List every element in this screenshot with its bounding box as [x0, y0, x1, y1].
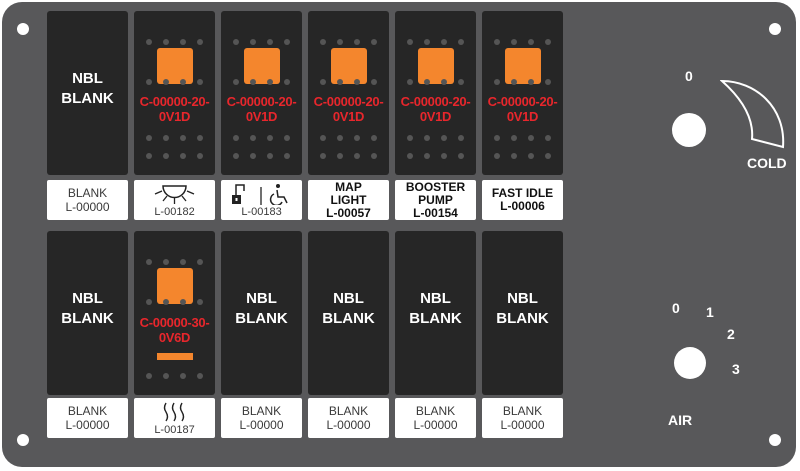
indicator-dots	[494, 135, 551, 141]
door-lock-wheelchair-icon	[232, 184, 288, 205]
air-step-1: 1	[706, 304, 714, 320]
legend-label: FAST IDLE L-00006	[482, 180, 563, 220]
indicator-dots	[146, 299, 203, 305]
switch-6-fast-idle[interactable]: C-00000-20- 0V1D	[482, 11, 563, 175]
mounting-hole	[17, 23, 29, 35]
indicator-dots	[407, 135, 464, 141]
air-knob[interactable]	[674, 347, 706, 379]
switch-1-blank[interactable]: NBL BLANK	[47, 11, 128, 175]
switch-part-number: C-00000-20- 0V1D	[139, 94, 210, 124]
legend-code: L-00183	[241, 206, 282, 218]
switch-title: NBL BLANK	[61, 70, 114, 107]
led-indicator	[331, 48, 367, 84]
air-step-3: 3	[732, 361, 740, 377]
switch-8-heater[interactable]: C-00000-30- 0V6D	[134, 231, 215, 395]
legend-text: FAST IDLE L-00006	[491, 186, 554, 213]
led-indicator	[157, 48, 193, 84]
indicator-dots	[146, 373, 203, 379]
legend-text: BLANK L-00000	[239, 404, 284, 432]
legend-text: MAP LIGHT L-00057	[326, 180, 371, 220]
heat-waves-icon	[163, 402, 185, 422]
air-step-0: 0	[672, 300, 680, 316]
switch-12-blank[interactable]: NBL BLANK	[482, 231, 563, 395]
legend-label: BLANK L-00000	[395, 398, 476, 438]
dome-light-icon	[154, 185, 195, 204]
legend-label: L-00187	[134, 398, 215, 438]
indicator-dots	[494, 39, 551, 45]
indicator-dots	[320, 153, 377, 159]
indicator-dots	[407, 153, 464, 159]
switch-title: NBL BLANK	[496, 290, 549, 327]
control-panel: NBL BLANK C-00000-20- 0V1D C-00000-20- 0…	[2, 2, 796, 467]
temperature-knob[interactable]	[672, 113, 706, 147]
legend-text: BOOSTER PUMP L-00154	[405, 180, 466, 220]
switch-2-dome-light[interactable]: C-00000-20- 0V1D	[134, 11, 215, 175]
legend-text: BLANK L-00000	[500, 404, 545, 432]
indicator-dots	[407, 39, 464, 45]
legend-label: BOOSTER PUMP L-00154	[395, 180, 476, 220]
switch-part-number: C-00000-20- 0V1D	[487, 94, 558, 124]
legend-label: BLANK L-00000	[308, 398, 389, 438]
indicator-dots	[407, 79, 464, 85]
air-step-2: 2	[727, 326, 735, 342]
mounting-hole	[769, 434, 781, 446]
cold-gradient-wedge-icon	[720, 79, 785, 149]
mounting-hole	[17, 434, 29, 446]
switch-9-blank[interactable]: NBL BLANK	[221, 231, 302, 395]
indicator-dots	[320, 79, 377, 85]
indicator-dots	[494, 79, 551, 85]
indicator-dots	[146, 259, 203, 265]
led-bar-indicator	[157, 353, 193, 360]
indicator-dots	[233, 79, 290, 85]
led-indicator	[244, 48, 280, 84]
switch-title: NBL BLANK	[409, 290, 462, 327]
indicator-dots	[233, 135, 290, 141]
switch-11-blank[interactable]: NBL BLANK	[395, 231, 476, 395]
switch-title: NBL BLANK	[235, 290, 288, 327]
indicator-dots	[233, 39, 290, 45]
switch-4-map-light[interactable]: C-00000-20- 0V1D	[308, 11, 389, 175]
switch-title: NBL BLANK	[322, 290, 375, 327]
legend-code: L-00187	[154, 424, 195, 436]
mounting-hole	[769, 23, 781, 35]
switch-part-number: C-00000-20- 0V1D	[226, 94, 297, 124]
switch-7-blank[interactable]: NBL BLANK	[47, 231, 128, 395]
air-dial-label: AIR	[668, 412, 693, 428]
legend-text: BLANK L-00000	[413, 404, 458, 432]
indicator-dots	[320, 39, 377, 45]
legend-text: BLANK L-00000	[326, 404, 371, 432]
indicator-dots	[233, 153, 290, 159]
indicator-dots	[146, 153, 203, 159]
indicator-dots	[320, 135, 377, 141]
switch-part-number: C-00000-20- 0V1D	[400, 94, 471, 124]
legend-label: BLANK L-00000	[482, 398, 563, 438]
legend-label: L-00182	[134, 180, 215, 220]
switch-title: NBL BLANK	[61, 290, 114, 327]
legend-label: MAP LIGHT L-00057	[308, 180, 389, 220]
indicator-dots	[146, 39, 203, 45]
indicator-dots	[146, 135, 203, 141]
switch-10-blank[interactable]: NBL BLANK	[308, 231, 389, 395]
legend-label: BLANK L-00000	[221, 398, 302, 438]
switch-part-number: C-00000-20- 0V1D	[313, 94, 384, 124]
legend-text: BLANK L-00000	[65, 186, 110, 214]
temp-dial-label: COLD	[747, 155, 787, 171]
legend-label: L-00183	[221, 180, 302, 220]
legend-text: BLANK L-00000	[65, 404, 110, 432]
indicator-dots	[146, 79, 203, 85]
legend-label: BLANK L-00000	[47, 180, 128, 220]
led-indicator	[157, 268, 193, 304]
switch-3-lock-access[interactable]: C-00000-20- 0V1D	[221, 11, 302, 175]
led-indicator	[418, 48, 454, 84]
temp-dial-zero: 0	[685, 68, 693, 84]
led-indicator	[505, 48, 541, 84]
indicator-dots	[494, 153, 551, 159]
legend-code: L-00182	[154, 206, 195, 218]
switch-5-booster-pump[interactable]: C-00000-20- 0V1D	[395, 11, 476, 175]
legend-label: BLANK L-00000	[47, 398, 128, 438]
switch-part-number: C-00000-30- 0V6D	[139, 315, 210, 345]
